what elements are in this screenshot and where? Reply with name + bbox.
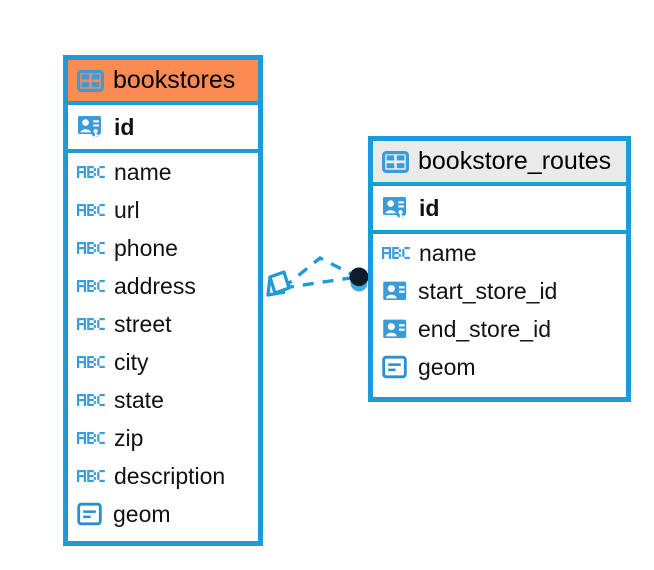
column-name: url	[114, 196, 140, 223]
column-name: address	[114, 272, 196, 299]
column-row-description[interactable]: description	[68, 457, 258, 495]
column-row-phone[interactable]: phone	[68, 229, 258, 267]
entity-columns-bookstore-routes: id nam	[373, 186, 626, 386]
abc-text-icon	[382, 245, 410, 261]
entity-bookstores[interactable]: bookstores id	[63, 55, 263, 546]
column-row-url[interactable]: url	[68, 191, 258, 229]
column-name: name	[419, 239, 477, 266]
column-name: zip	[114, 424, 144, 451]
column-name: start_store_id	[418, 277, 558, 304]
column-row-zip[interactable]: zip	[68, 419, 258, 457]
column-row-end-store-id[interactable]: end_store_id	[373, 310, 626, 348]
foreign-key-icon	[382, 280, 409, 302]
column-name: street	[114, 310, 172, 337]
entity-columns-bookstores: id	[68, 105, 258, 533]
column-row-street[interactable]: street	[68, 305, 258, 343]
column-name: id	[114, 113, 135, 140]
column-name: city	[114, 348, 149, 375]
abc-text-icon	[77, 164, 105, 180]
column-name: geom	[113, 500, 171, 527]
entity-title: bookstore_routes	[418, 147, 612, 175]
foreign-key-icon	[382, 318, 409, 340]
table-icon	[382, 150, 409, 173]
column-name: end_store_id	[418, 315, 551, 342]
abc-text-icon	[77, 468, 105, 484]
column-name: state	[114, 386, 164, 413]
column-row-geom[interactable]: geom	[373, 348, 626, 386]
primary-key-icon	[382, 194, 410, 222]
column-row-city[interactable]: city	[68, 343, 258, 381]
column-row-id[interactable]: id	[373, 186, 626, 234]
abc-text-icon	[77, 430, 105, 446]
column-row-geom[interactable]: geom	[68, 495, 258, 533]
column-row-id[interactable]: id	[68, 105, 258, 153]
entity-header-bookstore-routes[interactable]: bookstore_routes	[373, 141, 626, 186]
geometry-icon	[77, 502, 104, 526]
column-row-start-store-id[interactable]: start_store_id	[373, 272, 626, 310]
column-row-name[interactable]: name	[373, 234, 626, 272]
entity-header-bookstores[interactable]: bookstores	[68, 60, 258, 105]
column-name: name	[114, 158, 172, 185]
abc-text-icon	[77, 240, 105, 256]
column-name: description	[114, 462, 226, 489]
geometry-icon	[382, 355, 409, 379]
abc-text-icon	[77, 202, 105, 218]
entity-bookstore-routes[interactable]: bookstore_routes	[368, 136, 631, 402]
column-name: geom	[418, 353, 476, 380]
abc-text-icon	[77, 278, 105, 294]
column-row-state[interactable]: state	[68, 381, 258, 419]
column-name: phone	[114, 234, 178, 261]
abc-text-icon	[77, 354, 105, 370]
table-icon	[77, 69, 104, 92]
column-row-name[interactable]: name	[68, 153, 258, 191]
one-diamond-marker	[266, 270, 291, 297]
abc-text-icon	[77, 316, 105, 332]
column-name: id	[419, 194, 440, 221]
primary-key-icon	[77, 113, 105, 141]
column-row-address[interactable]: address	[68, 267, 258, 305]
abc-text-icon	[77, 392, 105, 408]
entity-title: bookstores	[113, 66, 236, 94]
many-dot-marker	[349, 267, 369, 292]
